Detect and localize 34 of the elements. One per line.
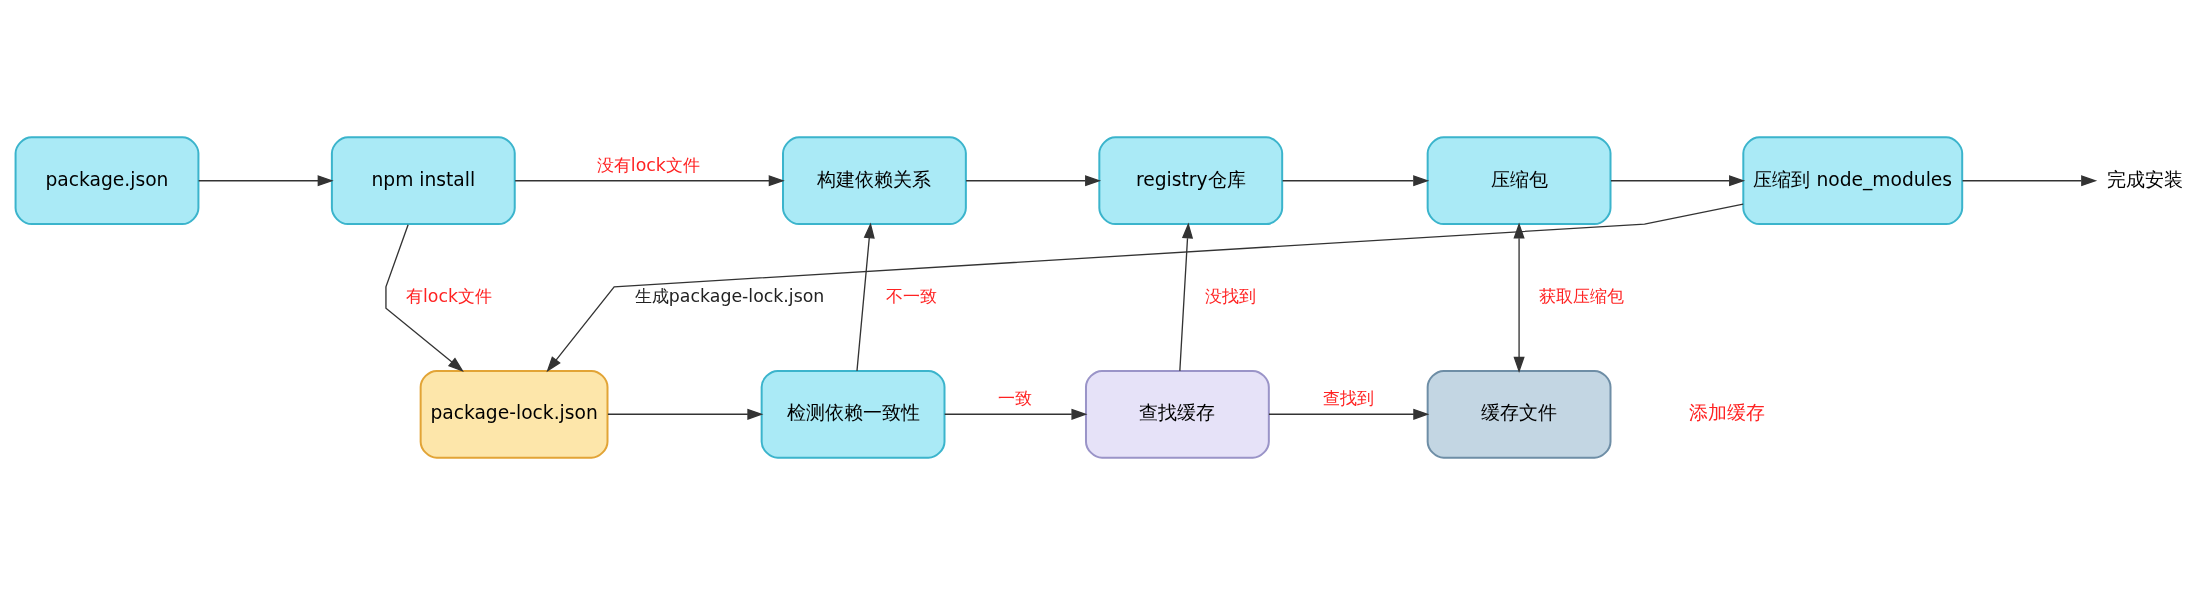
edge-label: 没有lock文件 xyxy=(596,154,700,175)
arrow xyxy=(965,174,1102,186)
edge-label: 有lock文件 xyxy=(405,285,492,306)
node-box: package-lock.json xyxy=(419,369,609,459)
arrow xyxy=(1513,221,1525,373)
node-text: 完成安装 xyxy=(2107,168,2184,190)
arrow xyxy=(607,408,764,420)
edge-label: 获取压缩包 xyxy=(1539,285,1625,306)
arrow xyxy=(1610,174,1746,186)
node-box: registry仓库 xyxy=(1098,135,1284,225)
node-box: 查找缓存 xyxy=(1085,369,1270,459)
node-box: 缓存文件 xyxy=(1426,369,1612,459)
arrow xyxy=(546,203,1744,372)
edge-label: 生成package-lock.json xyxy=(634,285,825,306)
node-box: npm install xyxy=(330,135,516,225)
node-box: 检测依赖一致性 xyxy=(760,369,946,459)
node-box: package.json xyxy=(14,135,200,225)
edge-label: 一致 xyxy=(997,387,1032,408)
arrow xyxy=(198,174,334,186)
node-box: 压缩包 xyxy=(1426,135,1612,225)
arrow xyxy=(856,221,875,372)
arrow xyxy=(385,223,464,372)
arrow xyxy=(1268,408,1430,420)
label: 添加缓存 xyxy=(1689,401,1766,423)
edge-label: 不一致 xyxy=(885,285,937,306)
arrow xyxy=(1179,221,1194,372)
arrow xyxy=(1961,174,2098,186)
arrow xyxy=(514,174,785,186)
arrow xyxy=(944,408,1088,420)
node-box: 压缩到 node_modules xyxy=(1742,135,1964,225)
edge-label: 没找到 xyxy=(1204,285,1256,306)
arrow xyxy=(1281,174,1430,186)
node-box: 构建依赖关系 xyxy=(782,135,967,225)
edge-label: 查找到 xyxy=(1322,387,1374,408)
